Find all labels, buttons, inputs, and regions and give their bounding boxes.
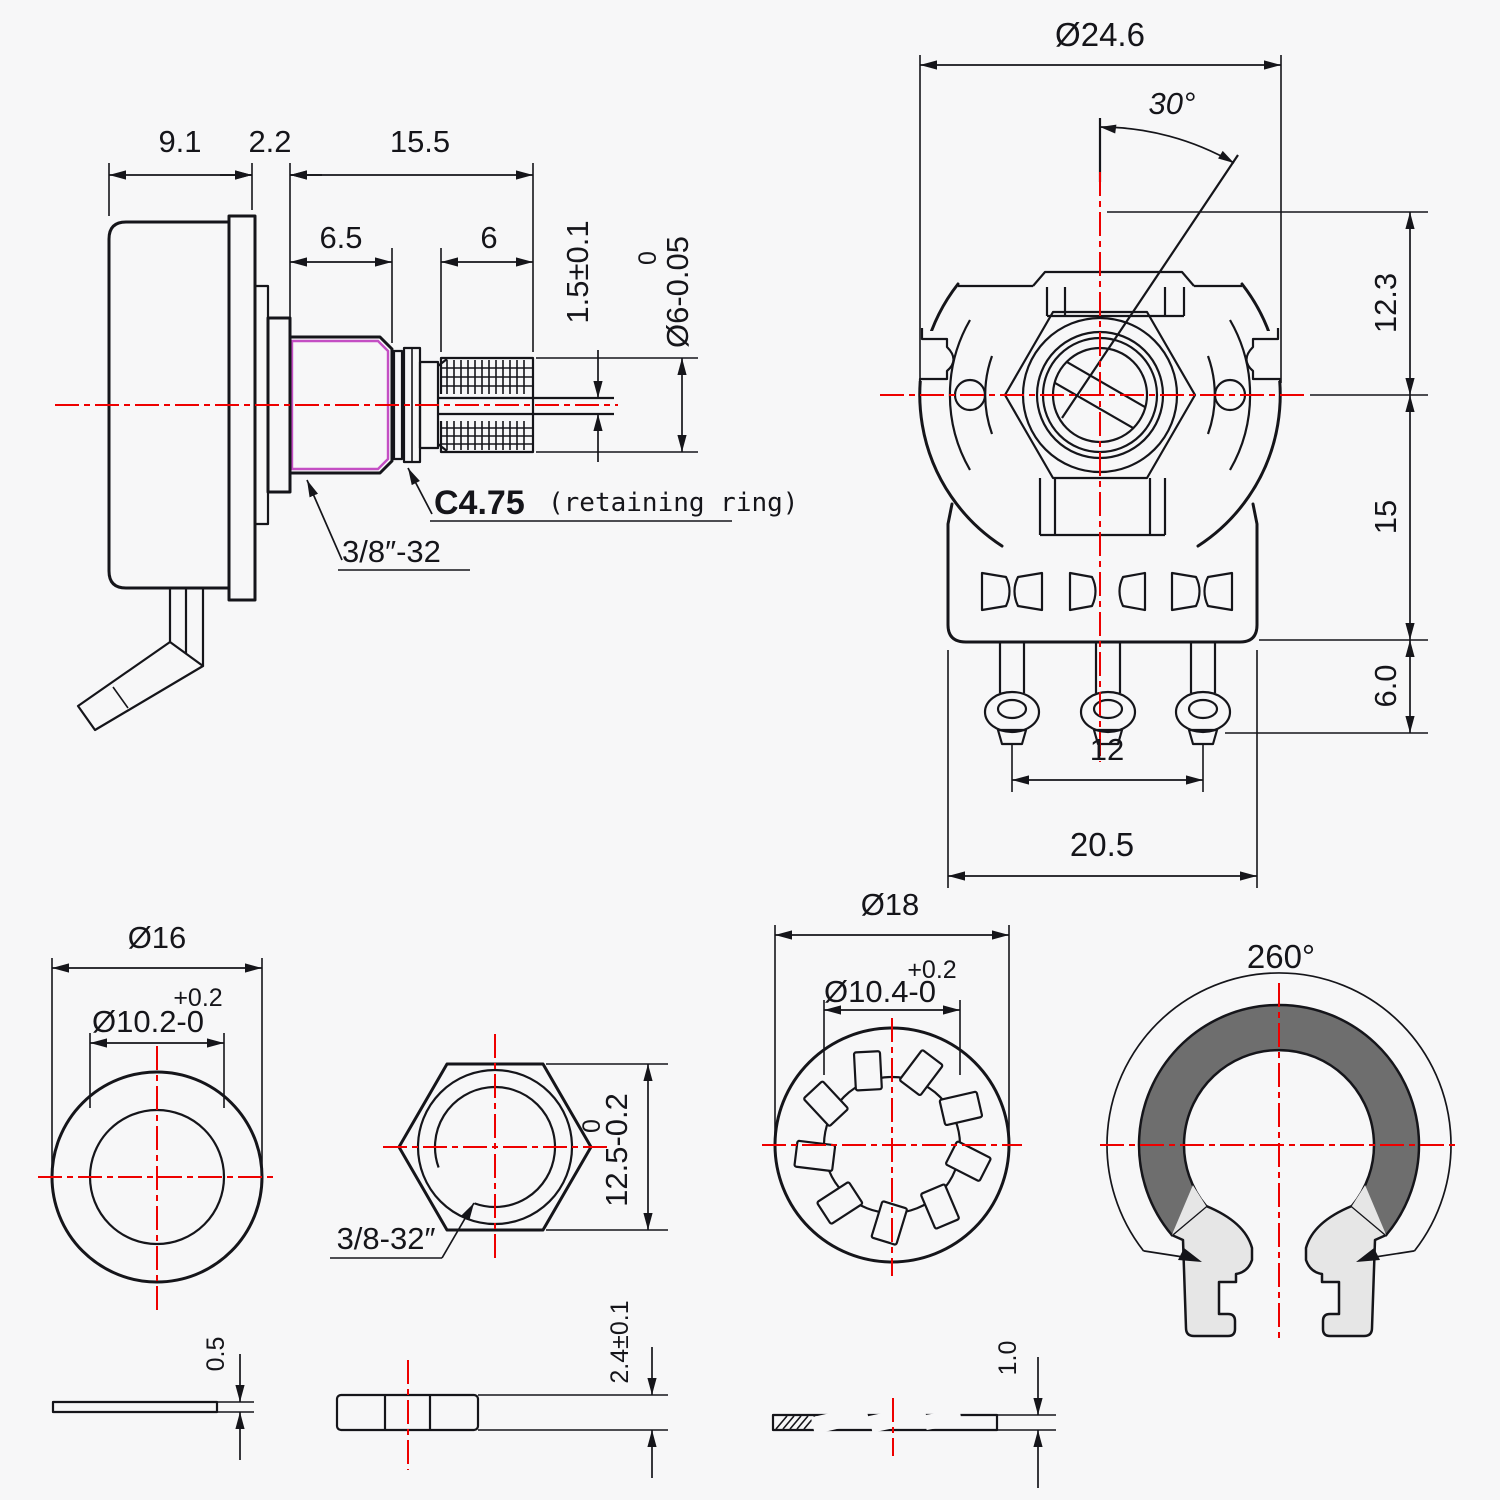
dim-washer-od: Ø16 [128,920,187,955]
lockwasher-teeth [793,1049,992,1246]
dim-shaft-length: 15.5 [390,124,450,159]
ring-leg-right [1304,1204,1388,1338]
screw-slot-edge [1054,381,1134,429]
pot-body-outline [107,220,231,590]
dim-base-width: 20.5 [1070,826,1134,863]
retaining-ring-view: 260° [1100,938,1458,1340]
dim-ring-angle: 260° [1247,938,1315,975]
terminal-eyelets [983,690,1232,746]
dim-lockwasher-od: Ø18 [861,887,920,922]
flat-washer-view: Ø16 +0.2 Ø10.2-0 0.5 [38,920,276,1460]
terminal-pins [998,642,1217,693]
thread-leader [306,479,343,561]
dim-shaft-dia-tol: 0 [634,251,662,265]
side-view: 9.1 2.2 15.5 6.5 6 1.5±0.1 0 Ø6-0.05 C4.… [55,124,798,732]
ring-body [1137,1003,1421,1237]
body-arc-right [1196,282,1282,548]
washer-edge-view [51,1400,219,1414]
ring-leader [407,467,433,515]
bushing-column [1038,478,1167,537]
body-arc-left [918,282,1004,548]
angle-leader [1061,154,1239,419]
shaft-neck [418,360,440,450]
dim-body-depth: 9.1 [158,124,201,159]
angle-arrow [1218,150,1234,163]
angle-dim-arc [1099,126,1235,164]
dim-nut-af-tol: 0 [578,1119,606,1133]
lockwasher-side-extensions [997,1414,1056,1431]
dim-nut-thickness: 2.4±0.1 [606,1300,634,1383]
front-dimension-lines [920,60,1415,881]
nut-thread-leader [441,1202,475,1259]
lockwasher-extension-lines [774,925,1010,1138]
dim-lockwasher-thickness: 1.0 [994,1341,1022,1376]
ring-end-wedge-left [1171,1185,1207,1235]
dim-terminal-length: 6.0 [1368,664,1403,707]
knurl-lines [441,360,533,450]
dim-lockwasher-bore: Ø10.4-0 [824,974,936,1009]
terminal-slots [980,571,1234,612]
screw-slot-edge [1066,361,1146,409]
ring-end-wedge-right [1351,1185,1387,1235]
dim-lockwasher-bore-tol: +0.2 [907,956,956,984]
dim-slot-offset: 1.5±0.1 [560,220,595,323]
ring-leg-left [1170,1204,1254,1338]
neck-chamfer-top [437,358,448,367]
dim-washer-bore-tol: +0.2 [173,984,222,1012]
label-nut-thread: 3/8-32″ [337,1221,436,1256]
dim-slot-angle: 30° [1149,86,1196,121]
threaded-bushing [288,335,394,475]
dim-knurl-length: 6 [480,220,497,255]
washer-edge-extensions [217,1401,254,1413]
label-bushing-thread: 3/8″-32 [342,534,441,569]
neck-chamfer-bottom [437,443,448,452]
ring-angle-arrow [1356,1248,1380,1262]
label-ring-code: C4.75 [434,484,525,522]
label-ring-note: (retaining ring) [548,488,798,518]
dim-shaft-dia: Ø6-0.05 [660,236,695,348]
front-view: Ø24.6 30° 12.3 15 6.0 12 20.5 [880,16,1428,888]
ring-angle-arc [1106,972,1452,1252]
knurled-shaft-outline [439,356,535,454]
angle-arrow [1100,124,1117,134]
ground-lug [76,640,205,732]
top-plate [1032,270,1195,287]
dim-flange-thickness: 2.2 [248,124,291,159]
lockwasher-side-teeth [810,1404,963,1435]
lockwasher-hatch [775,1415,816,1430]
ring-angle-arrow [1178,1248,1202,1262]
dim-center-to-base: 15 [1368,500,1403,534]
dim-bushing-length: 6.5 [319,220,362,255]
dim-center-to-top: 12.3 [1368,273,1403,333]
lock-washer-view: Ø18 +0.2 Ø10.4-0 1.0 [762,887,1056,1488]
dim-washer-bore: Ø10.2-0 [92,1004,204,1039]
pot-rear-flange [227,214,257,602]
front-extension-lines [919,55,1428,888]
terminal-block [946,502,1259,644]
side-extension-lines [108,163,698,453]
hex-nut-view: 3/8-32″ 0 12.5-0.2 2.4±0.1 [330,1034,668,1478]
nut-thread-circle [433,1085,557,1209]
nut-side-extensions [478,1394,668,1431]
dim-washer-thickness: 0.5 [202,1337,230,1372]
side-dimension-lines [109,170,687,462]
thread-highlight [290,339,390,471]
dim-nut-af: 12.5-0.2 [599,1093,634,1207]
lug-tick [112,686,129,709]
dim-body-dia: Ø24.6 [1055,16,1145,53]
dim-terminal-span: 12 [1090,732,1124,767]
